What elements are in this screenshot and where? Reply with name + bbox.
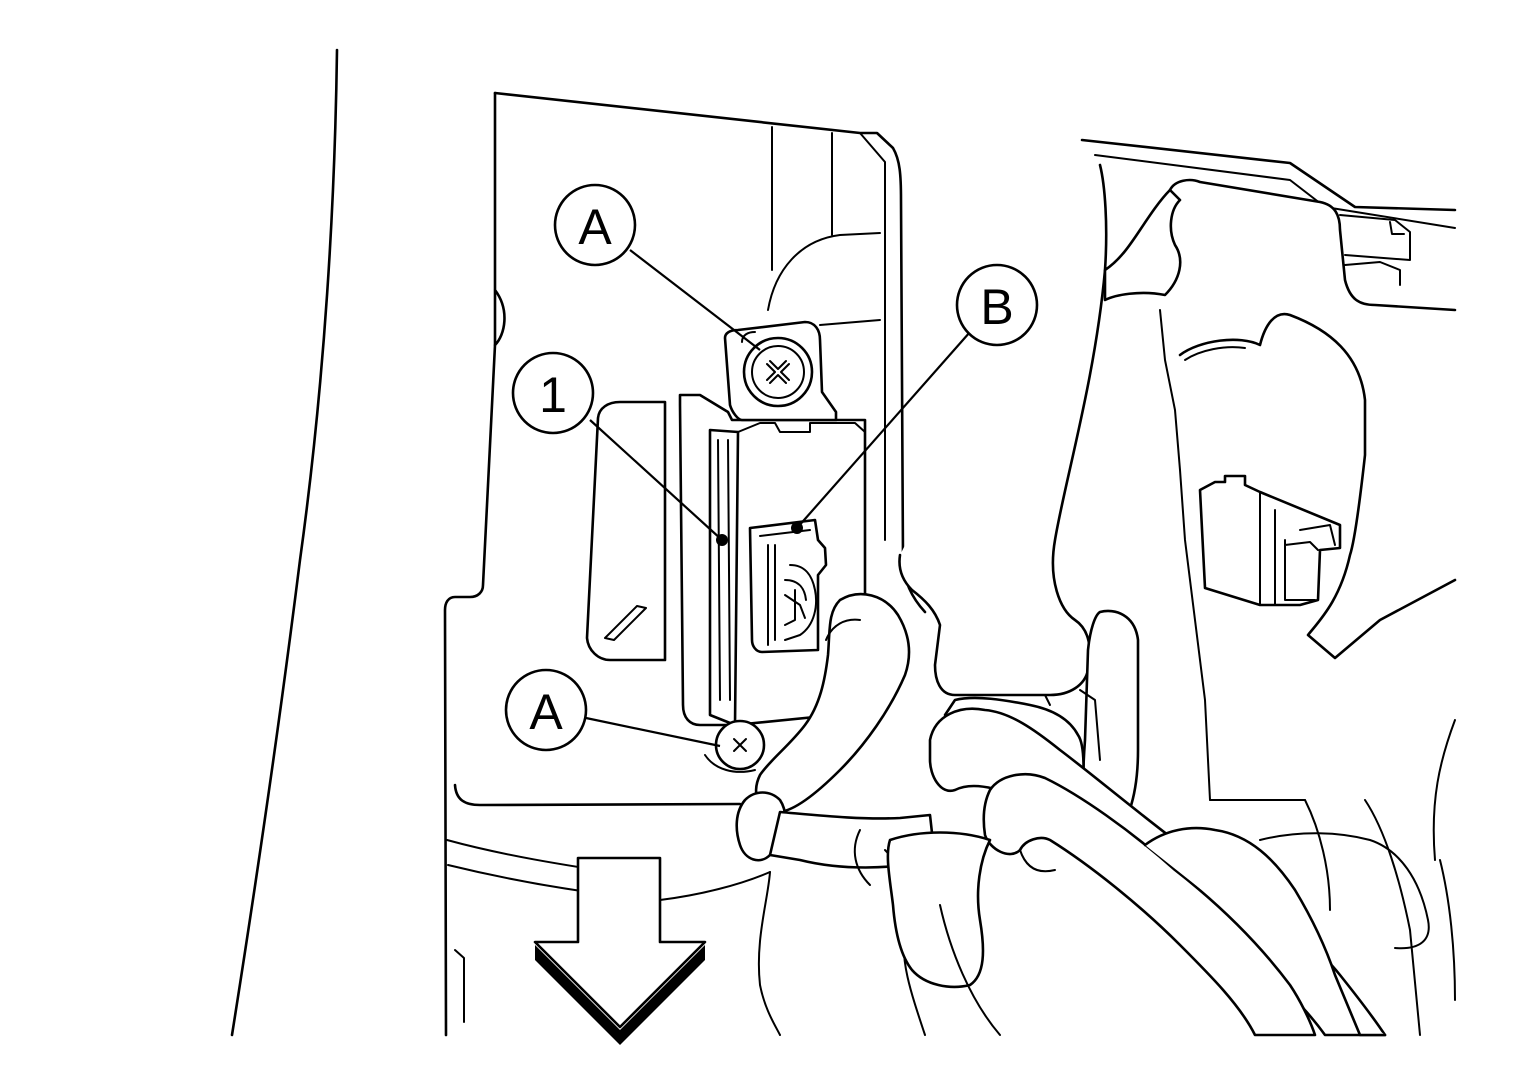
screw-icon xyxy=(704,719,766,773)
callout-1-label: 1 xyxy=(539,367,567,423)
pedal-arm xyxy=(853,609,1456,1037)
sensor-unit xyxy=(585,393,867,727)
connector-leader-dot xyxy=(791,522,803,534)
callout-a-top: A xyxy=(553,183,637,267)
callout-b-label: B xyxy=(980,279,1013,335)
callout-b: B xyxy=(955,263,1039,347)
callout-a-bottom: A xyxy=(504,668,588,752)
sensor-unit-leader-dot xyxy=(716,534,728,546)
screw-icon xyxy=(742,336,814,408)
callout-a-bottom-label: A xyxy=(529,684,563,740)
callout-a-top-label: A xyxy=(578,199,612,255)
callout-1: 1 xyxy=(511,351,595,435)
pedal-bracket xyxy=(898,138,1457,801)
mounting-panel xyxy=(443,91,927,1037)
down-arrow-icon xyxy=(533,856,707,1045)
leader-lines xyxy=(585,249,971,748)
left-panel-edge xyxy=(230,48,339,1037)
